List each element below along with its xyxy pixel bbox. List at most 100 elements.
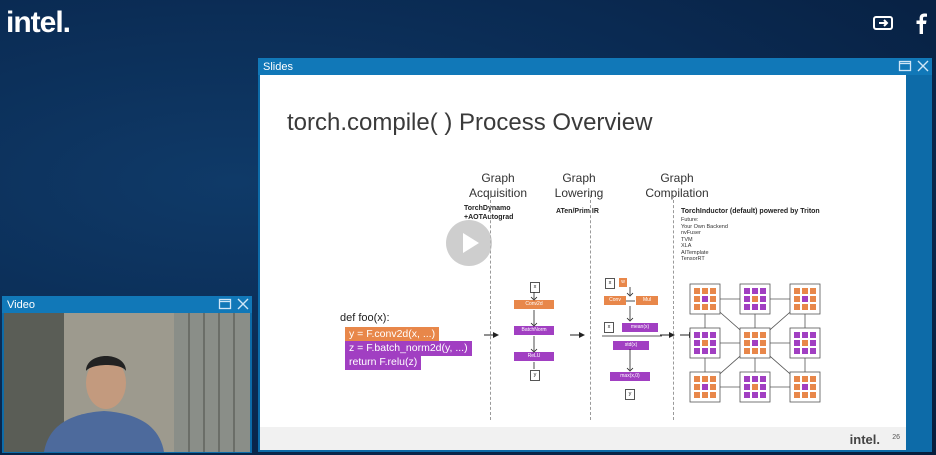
kernel-grid-diagram — [689, 283, 821, 403]
kernel-cell — [752, 340, 758, 346]
kernel-cell — [744, 304, 750, 310]
kernel-cell — [702, 348, 708, 354]
graph-output: y — [530, 370, 540, 381]
slides-titlebar[interactable]: Slides — [258, 58, 932, 75]
lowered-output: y — [625, 389, 635, 400]
slide: torch.compile( ) Process Overview Graph … — [260, 75, 906, 450]
lowered-node-conv: Conv — [604, 296, 626, 305]
kernel-cell — [710, 332, 716, 338]
kernel-cell — [752, 296, 758, 302]
kernel-cell — [802, 296, 808, 302]
kernel-cell — [752, 332, 758, 338]
slide-title: torch.compile( ) Process Overview — [287, 109, 653, 136]
kernel-cell — [694, 304, 700, 310]
video-titlebar[interactable]: Video — [2, 296, 252, 313]
stage-divider — [673, 195, 674, 420]
kernel-cell — [694, 376, 700, 382]
kernel-cell — [710, 288, 716, 294]
kernel-cell — [760, 332, 766, 338]
kernel-cell — [710, 392, 716, 398]
slides-panel: Slides torch.compile( ) Process Overview… — [258, 58, 932, 452]
intel-logo: intel. — [6, 6, 71, 39]
backend-item: nvFuser — [681, 230, 701, 236]
graph-node-relu: ReLU — [514, 352, 554, 361]
kernel-cell — [710, 384, 716, 390]
kernel-cell — [794, 296, 800, 302]
backend-item: XLA — [681, 243, 692, 249]
kernel-cell — [760, 348, 766, 354]
lowered-node-max: max(x,0) — [610, 372, 650, 381]
kernel-cell — [810, 384, 816, 390]
kernel-cell — [694, 340, 700, 346]
kernel-cell — [802, 392, 808, 398]
kernel-cell — [760, 340, 766, 346]
maximize-icon[interactable] — [898, 59, 912, 73]
graph-node-conv2d: Conv2d — [514, 300, 554, 309]
kernel-cell — [794, 348, 800, 354]
kernel-cell — [794, 332, 800, 338]
kernel-cell — [710, 348, 716, 354]
stage-heading-acquisition: Graph Acquisition — [468, 171, 528, 200]
lowered-input-x: x — [605, 278, 615, 289]
video-feed[interactable] — [4, 313, 250, 452]
kernel-cell — [802, 288, 808, 294]
kernel-cell — [802, 348, 808, 354]
stage-heading-compilation: Graph Compilation — [645, 171, 709, 200]
stage-sub-lowering: ATen/Prim IR — [556, 208, 599, 215]
kernel-cell — [752, 348, 758, 354]
kernel-cell — [702, 332, 708, 338]
close-icon[interactable] — [236, 297, 250, 311]
kernel-cell — [710, 340, 716, 346]
video-panel: Video — [2, 296, 252, 453]
kernel-cell — [752, 304, 758, 310]
lowered-node-x: x — [604, 322, 614, 333]
play-icon — [463, 233, 479, 253]
kernel-cell — [810, 348, 816, 354]
kernel-cell — [744, 296, 750, 302]
top-icons — [872, 12, 932, 34]
kernel-cell — [694, 332, 700, 338]
kernel-cell — [760, 384, 766, 390]
kernel-cell — [760, 376, 766, 382]
lowered-node-std: std(x) — [613, 341, 649, 350]
facebook-icon[interactable] — [910, 12, 932, 34]
kernel-cell — [702, 340, 708, 346]
stage-heading-lowering: Graph Lowering — [554, 171, 604, 200]
video-title: Video — [7, 298, 35, 311]
kernel-cell — [760, 288, 766, 294]
kernel-cell — [794, 376, 800, 382]
kernel-cell — [752, 288, 758, 294]
play-button[interactable] — [446, 220, 492, 266]
lowered-node-mean: mean(x) — [622, 323, 658, 332]
kernel-cell — [694, 392, 700, 398]
kernel-cell — [760, 392, 766, 398]
kernel-cell — [744, 348, 750, 354]
backend-item: AITemplate — [681, 249, 709, 256]
backend-item: TVM — [681, 236, 693, 243]
kernel-cell — [752, 376, 758, 382]
maximize-icon[interactable] — [218, 297, 232, 311]
code-line-return: return F.relu(z) — [345, 355, 422, 370]
kernel-cell — [794, 392, 800, 398]
code-signature: def foo(x): — [340, 312, 390, 324]
lowered-node-mul: Mul — [636, 296, 658, 305]
kernel-cell — [710, 296, 716, 302]
kernel-cell — [752, 392, 758, 398]
backend-list: Future: Your Own Backend nvFuser TVM XLA… — [681, 217, 728, 263]
kernel-cell — [810, 340, 816, 346]
slide-page-number: 26 — [892, 434, 900, 441]
kernel-cell — [744, 392, 750, 398]
kernel-cell — [810, 288, 816, 294]
kernel-cell — [702, 384, 708, 390]
share-icon[interactable] — [872, 12, 894, 34]
graph-node-batchnorm: BatchNorm — [514, 326, 554, 335]
kernel-cell — [802, 304, 808, 310]
kernel-cell — [794, 304, 800, 310]
kernel-cell — [702, 288, 708, 294]
kernel-cell — [694, 384, 700, 390]
kernel-cell — [794, 340, 800, 346]
kernel-cell — [802, 340, 808, 346]
graph-input: x — [530, 282, 540, 293]
close-icon[interactable] — [916, 59, 930, 73]
kernel-cell — [810, 392, 816, 398]
